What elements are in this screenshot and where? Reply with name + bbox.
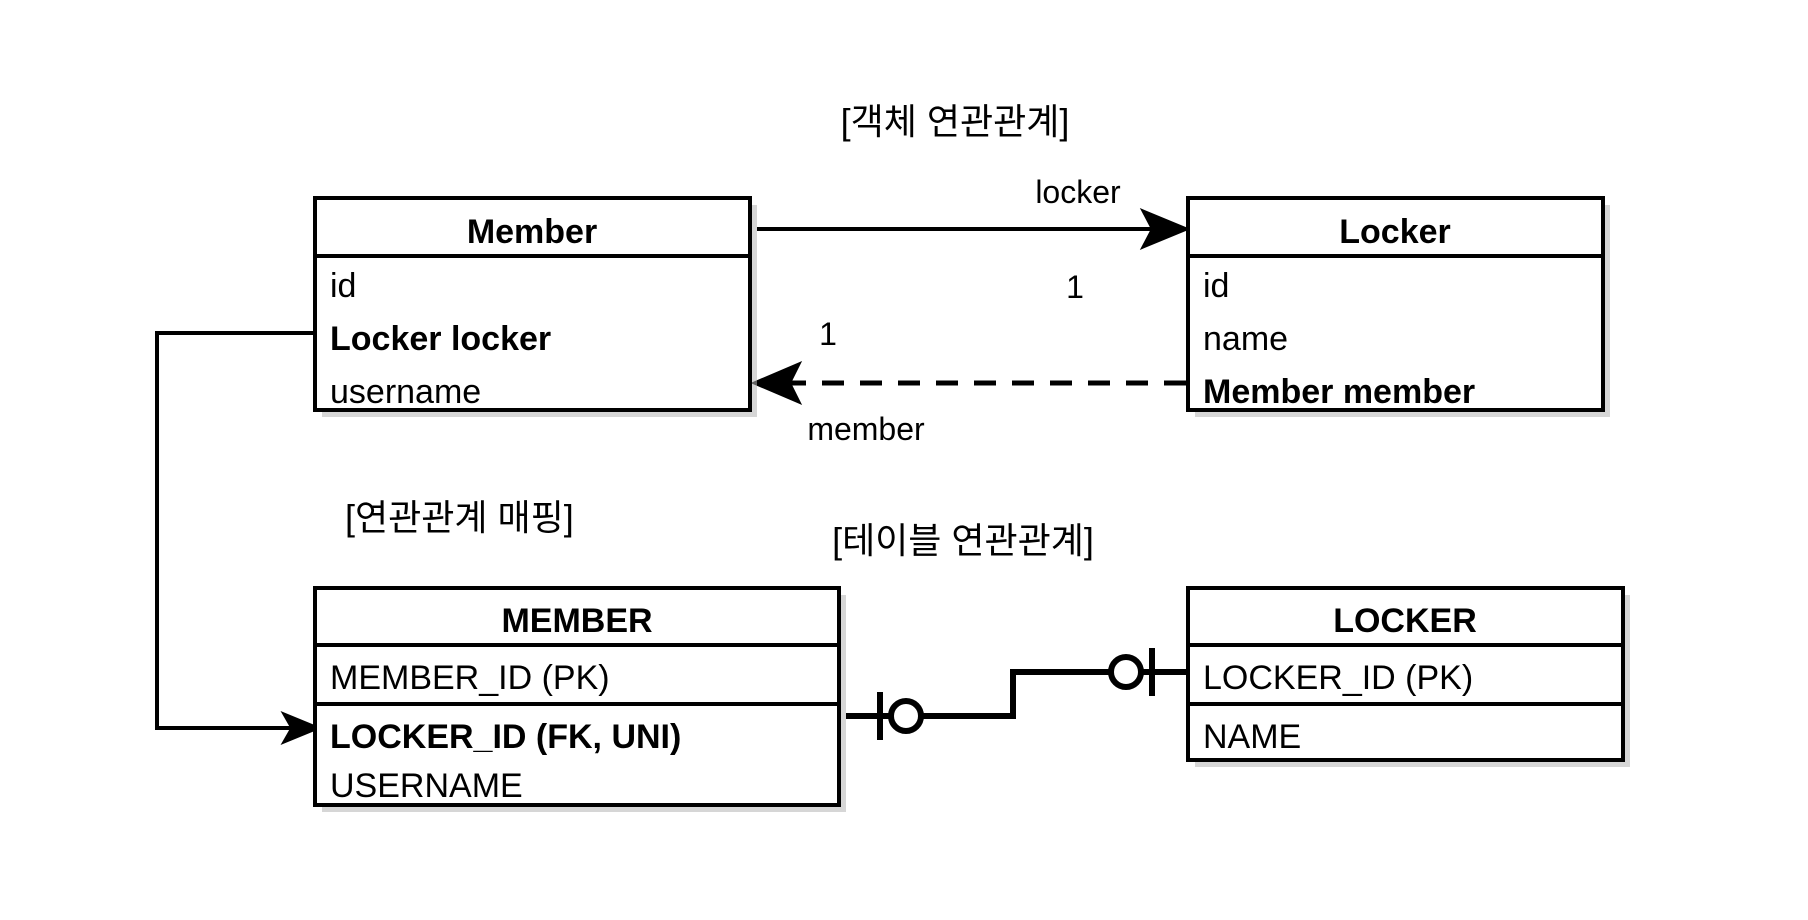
member-table-col-username: USERNAME xyxy=(330,767,523,805)
locker-class-attr-member: Member member xyxy=(1203,373,1475,411)
locker-table-col-locker-id: LOCKER_ID (PK) xyxy=(1203,659,1473,697)
association-member-role-label: member xyxy=(807,411,925,447)
left-cardinality-circle xyxy=(888,698,924,734)
section-title-mapping: [연관관계 매핑] xyxy=(345,497,574,538)
section-title-table-relation: [테이블 연관관계] xyxy=(832,520,1094,561)
association-locker-multiplicity: 1 xyxy=(1066,269,1084,305)
member-class-attr-username: username xyxy=(330,373,481,411)
association-member-arrowhead xyxy=(750,361,803,405)
association-locker: locker 1 xyxy=(757,174,1191,305)
section-title-object-relation: [객체 연관관계] xyxy=(841,101,1070,142)
locker-class-attr-name: name xyxy=(1203,320,1288,358)
association-member-multiplicity: 1 xyxy=(819,316,837,352)
association-locker-role-label: locker xyxy=(1035,174,1121,210)
member-table-title: MEMBER xyxy=(501,602,652,640)
table-relationship-connector xyxy=(846,648,1188,740)
association-locker-arrowhead xyxy=(1139,208,1191,250)
class-box-member[interactable]: Member id Locker locker username xyxy=(313,196,757,417)
locker-table-col-name: NAME xyxy=(1203,718,1301,756)
member-class-attr-id: id xyxy=(330,267,356,305)
mapping-arrowhead xyxy=(280,710,322,746)
locker-table-title: LOCKER xyxy=(1333,602,1477,640)
member-class-title: Member xyxy=(467,213,597,251)
table-box-member[interactable]: MEMBER MEMBER_ID (PK) LOCKER_ID (FK, UNI… xyxy=(313,586,846,812)
locker-class-attr-id: id xyxy=(1203,267,1229,305)
table-box-locker[interactable]: LOCKER LOCKER_ID (PK) NAME xyxy=(1186,586,1630,767)
mapping-elbow-path xyxy=(155,331,315,730)
association-member: member 1 xyxy=(750,316,1186,447)
member-table-col-member-id: MEMBER_ID (PK) xyxy=(330,659,610,697)
locker-class-frame xyxy=(1186,196,1605,412)
member-class-attr-locker: Locker locker xyxy=(330,320,551,358)
mapping-connector xyxy=(155,331,322,746)
member-table-col-locker-id: LOCKER_ID (FK, UNI) xyxy=(330,718,681,756)
class-box-locker[interactable]: Locker id name Member member xyxy=(1186,196,1610,417)
locker-table-frame xyxy=(1186,586,1625,762)
right-cardinality-circle xyxy=(1108,654,1144,690)
member-table-frame xyxy=(313,586,841,807)
member-class-frame xyxy=(313,196,752,412)
locker-class-title: Locker xyxy=(1339,213,1451,251)
